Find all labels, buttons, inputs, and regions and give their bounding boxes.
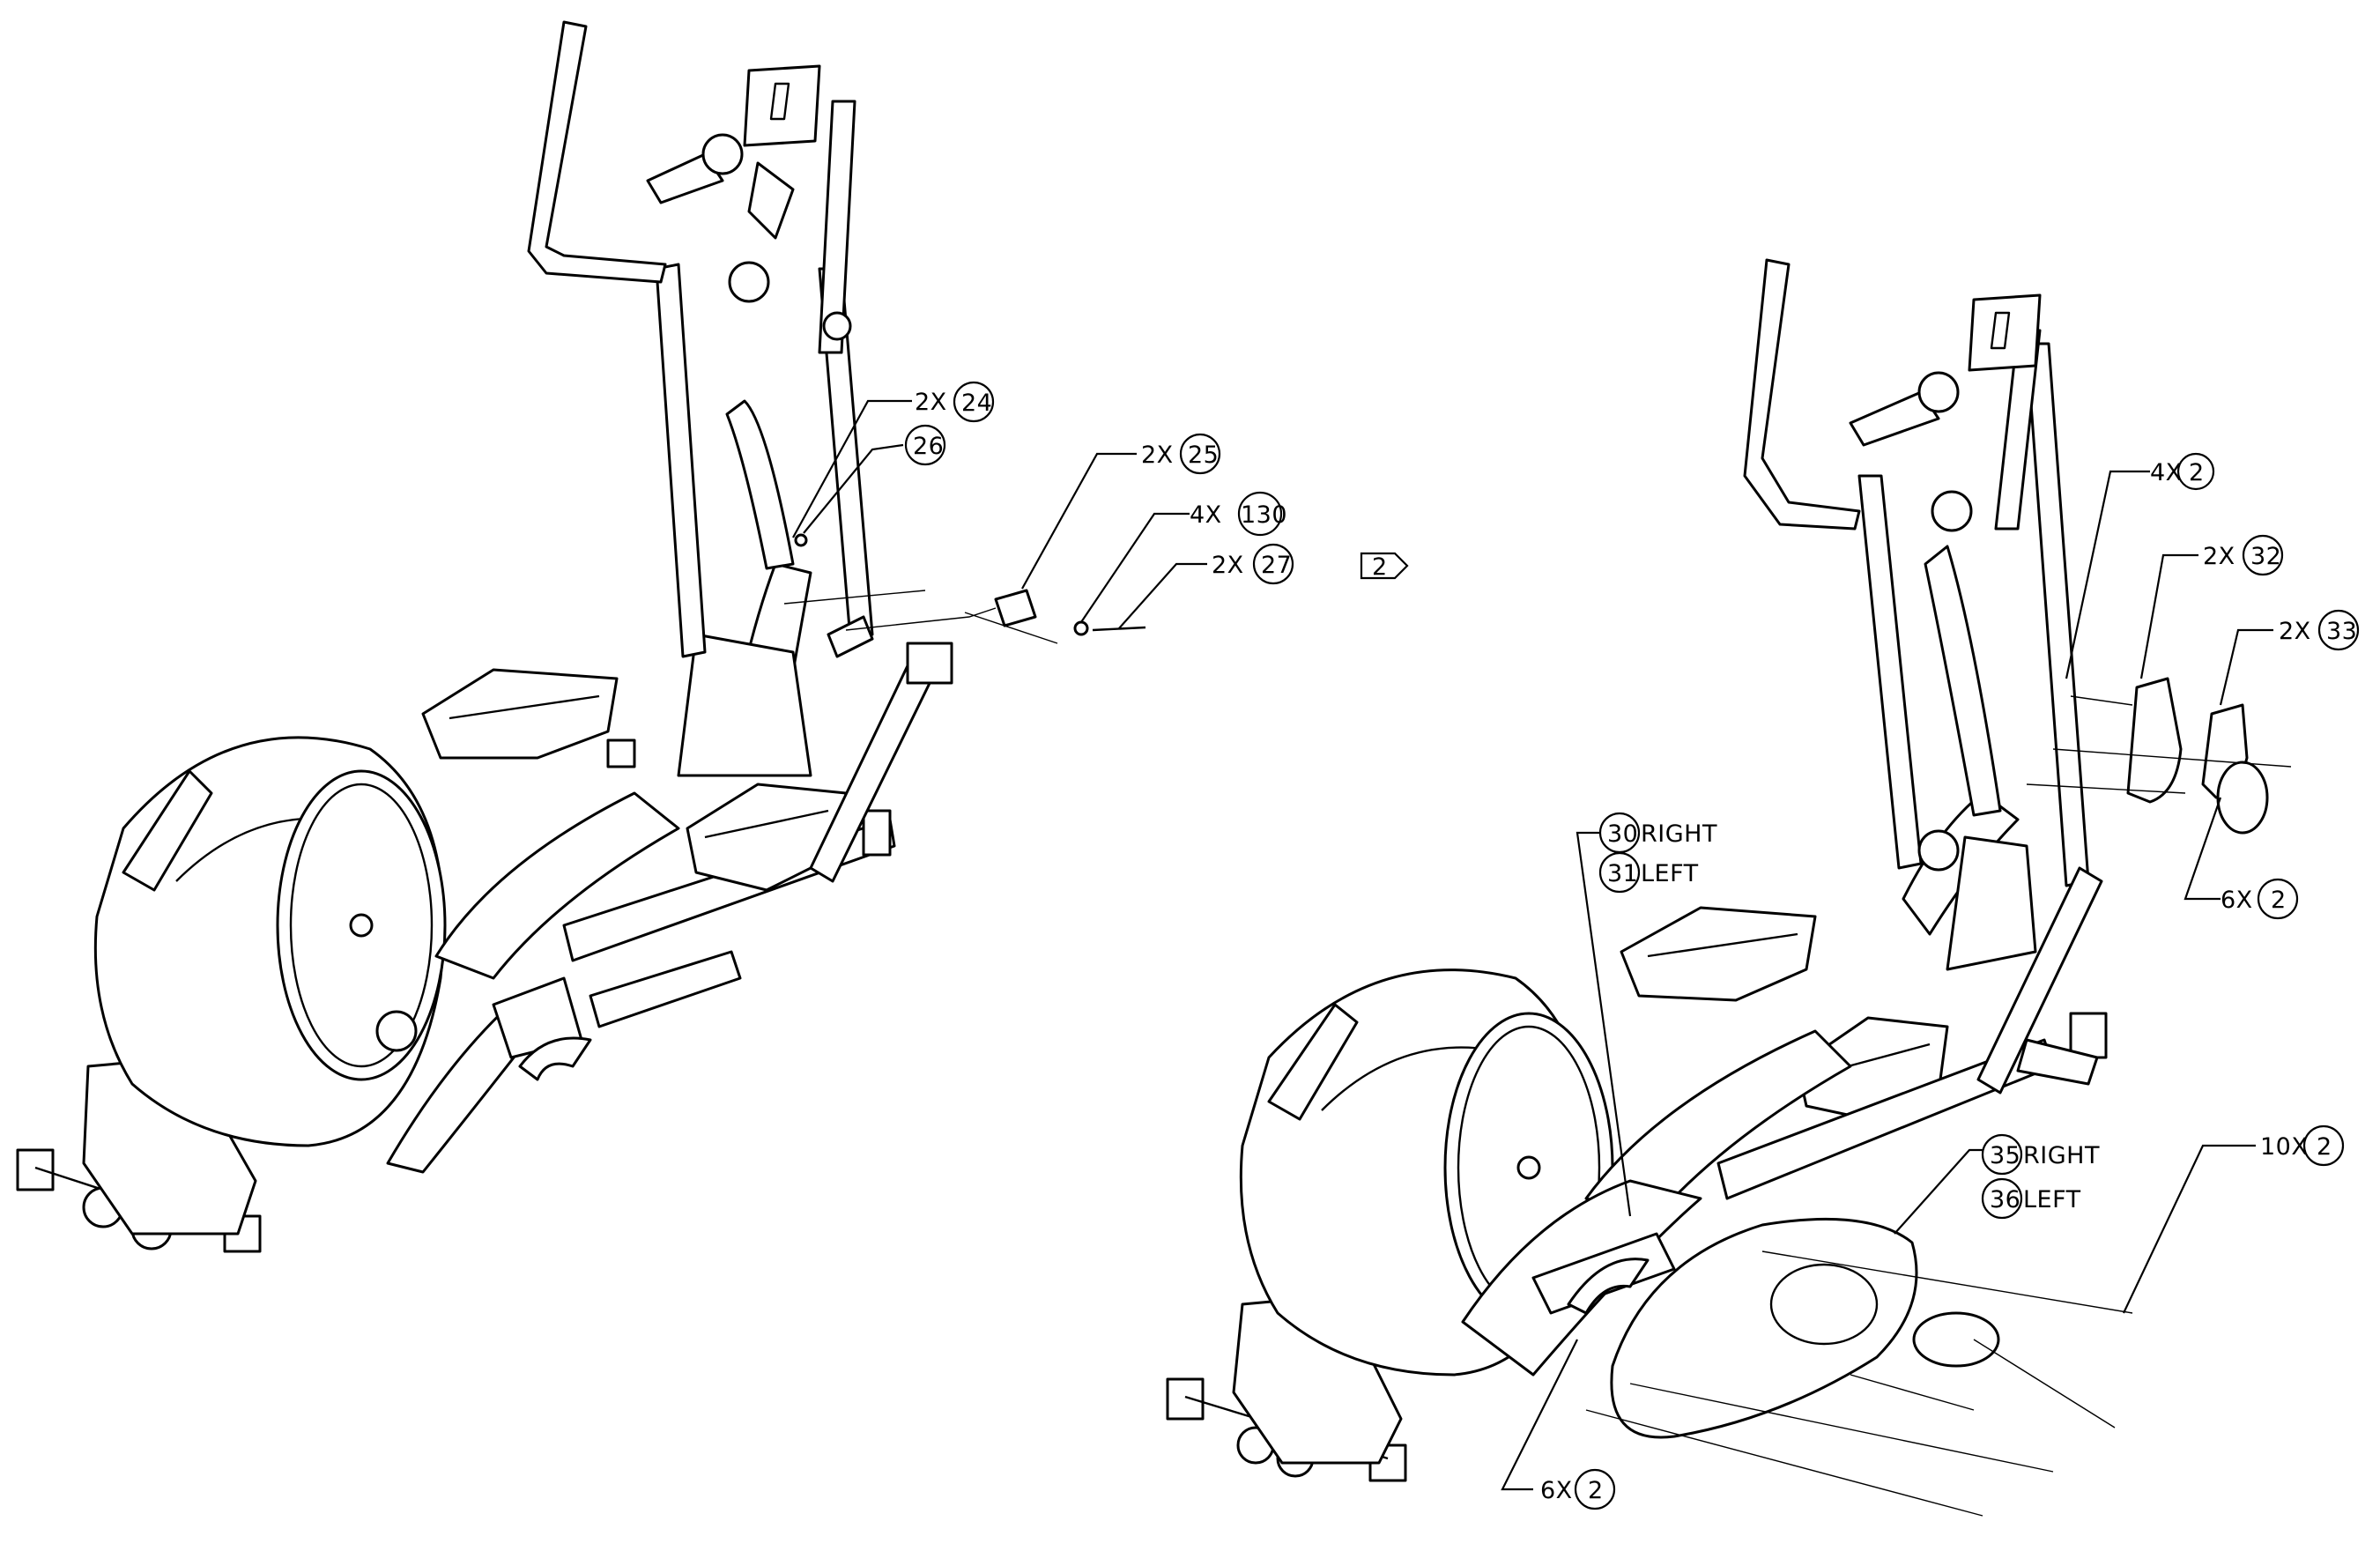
callout-qty: 10X [2260,1133,2308,1161]
callout-qty: 4X [2150,459,2183,486]
callouts-left: 2X 24 26 2X 25 4X 130 2X 27 [792,381,1294,629]
callout-part-number: 32 [2250,543,2281,570]
callout-part-number: 2 [2271,887,2287,914]
callout-part-number: 24 [961,390,992,417]
callout-part-number: 36 [1990,1186,2020,1213]
callout-qty: 6X [1540,1477,1573,1504]
callout-part-number: 2 [2317,1133,2332,1161]
callout-part-number: 33 [2326,618,2357,645]
callout-side: RIGHT [2023,1142,2100,1169]
callout-qty: 2X [1212,552,1244,579]
washer-part-130 [1073,620,1089,636]
callout-part-number: 130 [1241,501,1287,529]
callout-qty: 2X [2203,543,2235,570]
bolt-part-27 [1092,626,1146,632]
left-elliptical-machine [16,20,953,1253]
callout-side: LEFT [2023,1186,2081,1213]
callout-qty: 2X [2279,618,2311,645]
bushing-part-25 [994,589,1037,627]
callout-qty: 6X [2221,887,2253,914]
callout-qty: 2X [915,389,947,416]
callout-side: LEFT [1641,860,1699,887]
step-number: 2 [1372,553,1388,581]
callout-part-number: 27 [1261,552,1292,579]
callout-part-number: 2 [1588,1477,1604,1504]
washer-part-26 [794,533,808,547]
callout-part-number: 35 [1990,1142,2020,1169]
step-badge: 2 [1360,552,1409,581]
callouts-right: 4X 2 2X 32 2X 33 30 RIGHT 31 LEFT 6X 2 3… [1501,452,2360,1510]
callout-qty: 2X [1141,442,1174,469]
callout-part-number: 31 [1607,860,1638,887]
callout-qty: 4X [1190,501,1222,529]
right-elliptical-machine [1166,258,2292,1517]
callout-part-number: 25 [1188,442,1219,469]
callout-part-number: 26 [913,433,944,460]
callout-part-number: 2 [2189,459,2205,486]
callout-part-number: 30 [1607,820,1638,848]
left-exploded-parts [783,533,1146,644]
callout-side: RIGHT [1641,820,1717,848]
